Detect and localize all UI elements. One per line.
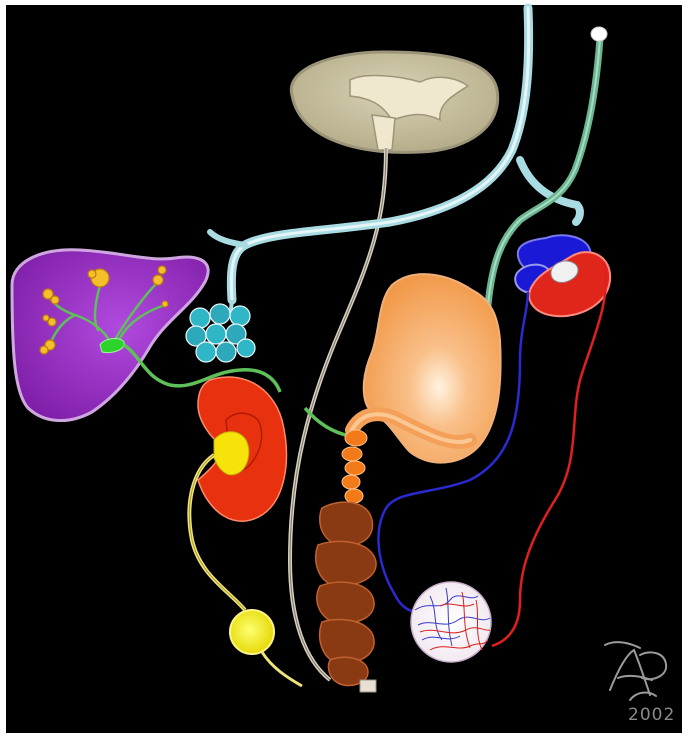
- pancreas: [186, 300, 255, 362]
- lung-capillary-bed: [411, 582, 491, 662]
- intestine-end: [360, 680, 376, 692]
- signature-year: 2002: [628, 705, 675, 725]
